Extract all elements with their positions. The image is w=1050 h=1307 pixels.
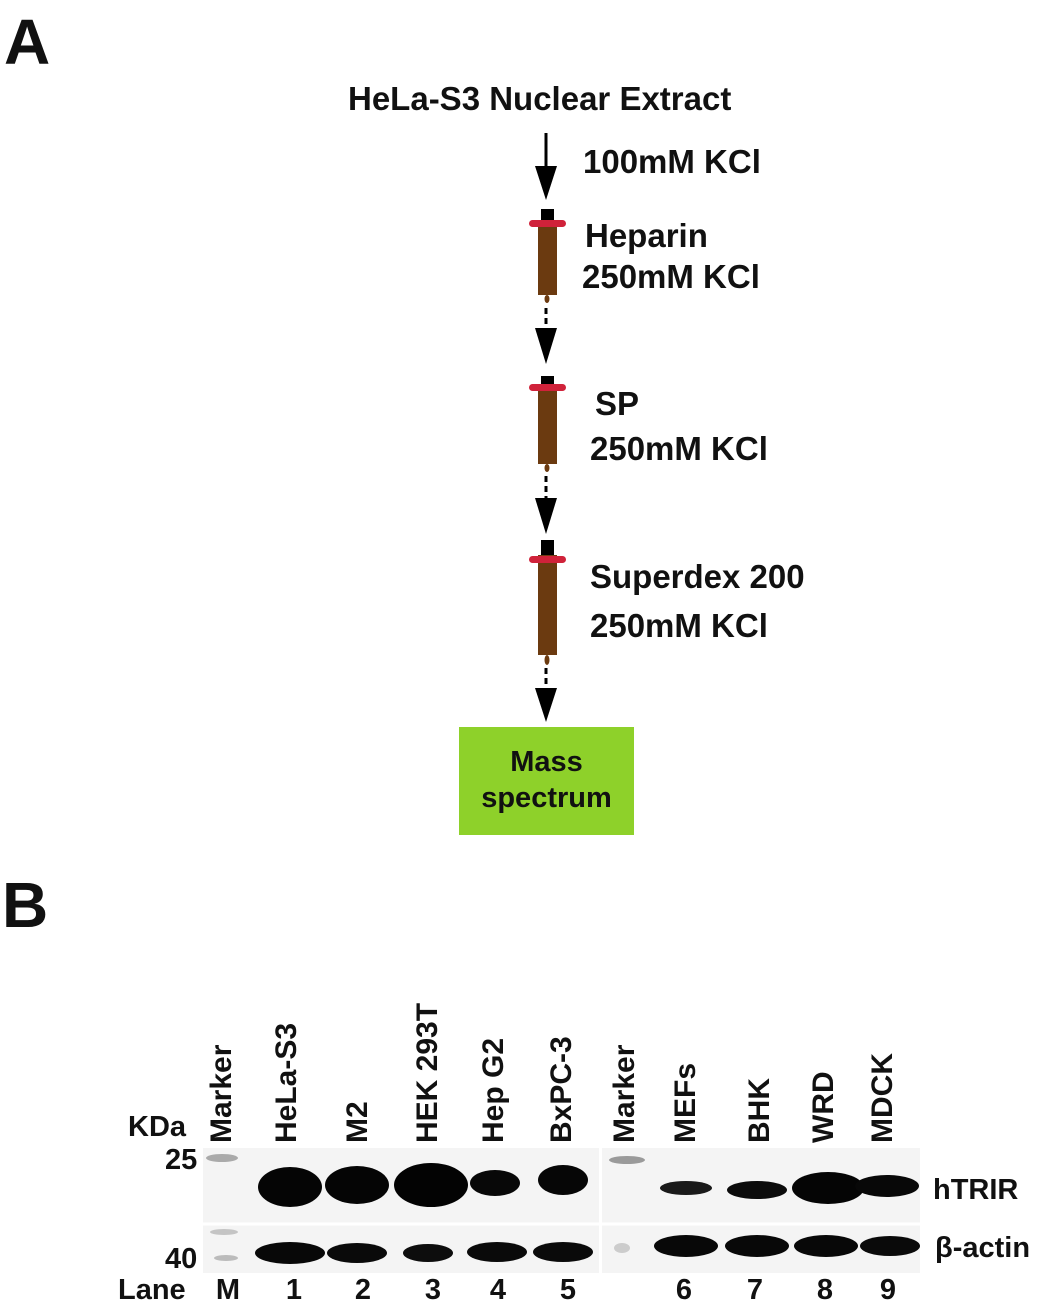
arrow-down-icon (535, 476, 557, 534)
column-superdex-name: Superdex 200 (590, 558, 805, 595)
column-heparin-name: Heparin (585, 217, 708, 254)
chromatography-column-icon (529, 376, 566, 472)
column-superdex-condition: 250mM KCl (590, 607, 768, 644)
mass-spectrum-line1: Mass (510, 746, 583, 778)
band-label-actin: β-actin (935, 1232, 1031, 1264)
arrow-down-icon (535, 668, 557, 722)
lane-number-7: 7 (746, 1274, 764, 1306)
lane-number-8: 8 (816, 1274, 834, 1306)
arrow-down-icon (535, 308, 557, 364)
lane-number-m: M (215, 1274, 241, 1306)
mass-spectrum-box: Mass spectrum (459, 727, 634, 835)
column-sp-condition: 250mM KCl (590, 430, 768, 467)
load-condition-label: 100mM KCl (583, 143, 761, 180)
source-label: HeLa-S3 Nuclear Extract (348, 80, 732, 117)
lane-number-6: 6 (675, 1274, 693, 1306)
band-label-htrir: hTRIR (933, 1174, 1019, 1206)
arrow-down-icon (535, 133, 557, 200)
column-sp-name: SP (595, 385, 640, 422)
chromatography-column-icon (529, 209, 566, 303)
lane-number-5: 5 (559, 1274, 577, 1306)
lane-number-3: 3 (424, 1274, 442, 1306)
kda-label: KDa (128, 1111, 187, 1143)
mass-spectrum-line2: spectrum (481, 782, 612, 814)
panel-b-label: B (2, 869, 49, 941)
lane-number-4: 4 (489, 1274, 507, 1306)
lane-number-2: 2 (354, 1274, 372, 1306)
panel-a-label: A (4, 6, 51, 78)
lane-header: Lane (118, 1274, 186, 1306)
lane-number-1: 1 (285, 1274, 303, 1306)
mw-marker-25: 25 (165, 1144, 198, 1176)
chromatography-column-icon (529, 540, 566, 665)
column-heparin-condition: 250mM KCl (582, 258, 760, 295)
mw-marker-40: 40 (165, 1243, 198, 1275)
lane-number-9: 9 (879, 1274, 897, 1306)
